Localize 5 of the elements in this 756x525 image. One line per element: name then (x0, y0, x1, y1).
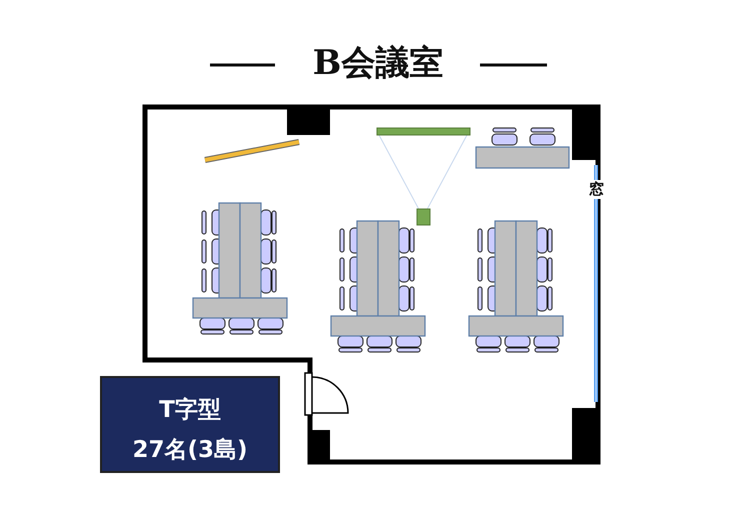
room-title: B会議室 (312, 43, 444, 83)
info-box (100, 376, 280, 473)
layout-name: T字型 (159, 397, 221, 423)
window-label: 窓 (589, 180, 604, 199)
capacity-text: 27名(3島) (132, 437, 248, 463)
